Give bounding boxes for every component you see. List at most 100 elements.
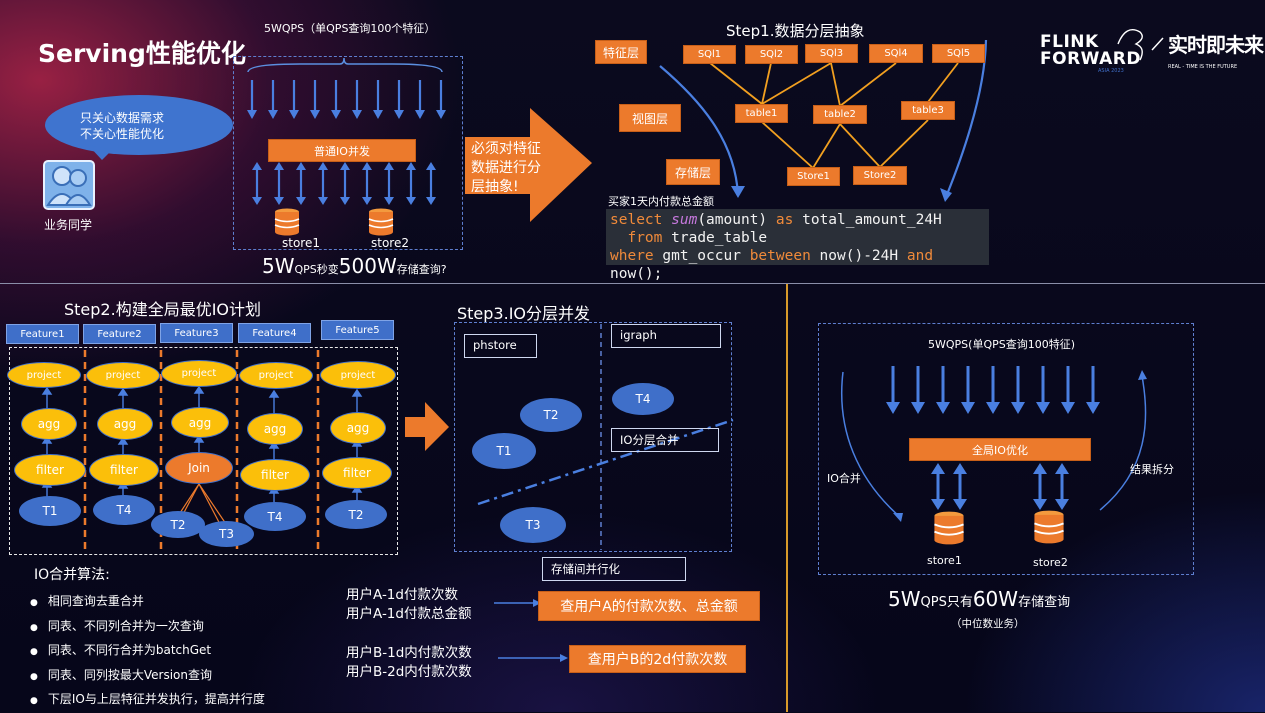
- list-item: ●同表、不同行合并为batchGet: [30, 643, 212, 657]
- table-node: table3: [901, 101, 955, 120]
- table-node: T4: [612, 383, 674, 415]
- layer-view: 视图层: [619, 104, 681, 132]
- agg-node: agg: [330, 412, 386, 444]
- store-node: Store1: [787, 167, 840, 186]
- logo-cn: 实时即未来 REAL - TIME IS THE FUTURE: [1168, 33, 1264, 70]
- table-node: T3: [500, 507, 566, 543]
- store-node: Store2: [853, 166, 907, 185]
- step3-panel: [454, 322, 732, 552]
- sql-node: SQl2: [745, 45, 798, 64]
- qps-caption: 5WQPS秒变500W存储查询?: [262, 254, 447, 278]
- right-store1-label: store1: [927, 554, 962, 567]
- right-sub-caption: （中位数业务）: [951, 618, 1025, 630]
- sql-node: SQl5: [932, 44, 985, 63]
- persona-label: 业务同学: [44, 218, 93, 232]
- feature-header: Feature4: [238, 323, 311, 343]
- table-node: T1: [19, 496, 81, 526]
- project-node: project: [86, 362, 160, 389]
- feature-header: Feature2: [83, 324, 156, 344]
- layer-feature: 特征层: [595, 40, 647, 64]
- agg-node: agg: [247, 413, 303, 445]
- list-item: ●同表、同列按最大Version查询: [30, 667, 212, 682]
- filter-node: filter: [322, 457, 392, 489]
- algo-title: IO合并算法:: [34, 567, 110, 583]
- io-merge-label: IO合并: [827, 472, 861, 485]
- feature-header: Feature1: [6, 324, 79, 344]
- right-qps-label: 5WQPS(单QPS查询100特征): [928, 338, 1076, 351]
- table-node: table1: [735, 104, 788, 123]
- flink-forward-logo: FLINK FORWARD ASIA 2023: [1040, 32, 1142, 75]
- result-box-b: 查用户B的2d付款次数: [569, 645, 746, 673]
- vertical-divider: [786, 284, 788, 712]
- agg-node: agg: [171, 407, 229, 438]
- sql-node: SQl3: [805, 44, 858, 63]
- database-icon: [274, 208, 300, 236]
- table-node: T3: [199, 521, 254, 547]
- table-node: T2: [325, 500, 387, 529]
- sql-node: SQl4: [869, 44, 923, 63]
- phstore-box: phstore: [464, 334, 537, 358]
- filter-node: filter: [14, 454, 86, 486]
- table-node: T4: [244, 502, 306, 531]
- store2-label: store2: [371, 236, 409, 250]
- feature-header: Feature5: [321, 320, 394, 340]
- table-node: T2: [520, 398, 582, 432]
- filter-node: filter: [240, 459, 310, 491]
- global-io-panel: [818, 323, 1194, 575]
- step1-title: Step1.数据分层抽象: [726, 22, 865, 40]
- project-node: project: [7, 362, 81, 388]
- big-arrow-text: 必须对特征 数据进行分 层抽象!: [471, 141, 541, 195]
- list-item: ●相同查询去重合并: [30, 594, 144, 608]
- algo-list: ●相同查询去重合并 ●同表、不同列合并为一次查询 ●同表、不同行合并为batch…: [30, 590, 265, 713]
- project-node: project: [320, 361, 396, 389]
- horizontal-divider: [0, 283, 1265, 284]
- table-node: T2: [151, 511, 205, 538]
- join-node: Join: [165, 452, 233, 484]
- example-b: 用户B-1d内付款次数 用户B-2d内付款次数: [346, 645, 472, 680]
- step2-title: Step2.构建全局最优IO计划: [64, 300, 262, 319]
- result-box-a: 查用户A的付款次数、总金额: [538, 591, 760, 621]
- example-a: 用户A-1d付款次数 用户A-1d付款总金额: [346, 587, 472, 622]
- qps-label: 5WQPS（单QPS查询100个特征）: [264, 22, 436, 35]
- project-node: project: [161, 360, 237, 387]
- agg-node: agg: [97, 408, 153, 440]
- store-parallel-box: 存储间并行化: [542, 557, 686, 581]
- step3-title: Step3.IO分层并发: [457, 304, 591, 323]
- list-item: ●下层IO与上层特征并发执行，提高并行度: [30, 692, 265, 706]
- io-plan-panel: [9, 347, 398, 555]
- normal-io-panel: [233, 56, 463, 250]
- right-store2-label: store2: [1033, 556, 1068, 569]
- code-caption: 买家1天内付款总金额: [608, 195, 714, 208]
- right-caption: 5WQPS只有60W存储查询: [888, 587, 1071, 611]
- feature-header: Feature3: [160, 323, 233, 343]
- normal-io-box: 普通IO并发: [268, 139, 416, 162]
- sql-node: SQl1: [683, 45, 736, 64]
- layer-storage: 存储层: [666, 159, 720, 185]
- list-item: ●同表、不同列合并为一次查询: [30, 618, 204, 633]
- page-title: Serving性能优化: [38, 39, 246, 68]
- database-icon: [368, 208, 394, 236]
- global-io-box: 全局IO优化: [909, 438, 1091, 461]
- table-node: T1: [472, 433, 536, 469]
- sql-code-block: select sum(amount) as total_amount_24H f…: [606, 209, 989, 282]
- table-node: T4: [93, 495, 155, 525]
- filter-node: filter: [89, 454, 159, 486]
- store1-label: store1: [282, 236, 320, 250]
- bubble-line-1: 只关心数据需求: [80, 111, 165, 125]
- database-icon: [934, 511, 964, 545]
- project-node: project: [239, 362, 313, 389]
- database-icon: [1034, 510, 1064, 544]
- bubble-line-2: 不关心性能优化: [80, 127, 165, 141]
- result-split-label: 结果拆分: [1130, 463, 1174, 476]
- table-node: table2: [813, 105, 867, 124]
